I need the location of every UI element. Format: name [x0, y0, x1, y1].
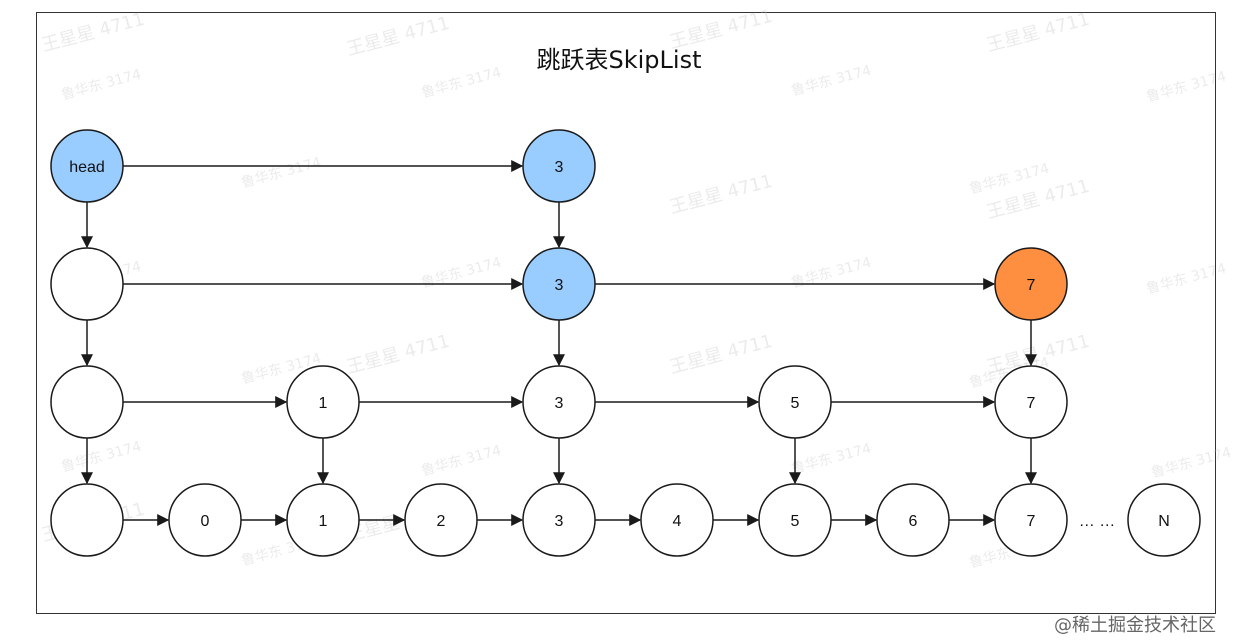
skiplist-node: 7	[994, 483, 1068, 557]
skiplist-node	[50, 365, 124, 439]
skiplist-node: 5	[758, 365, 832, 439]
node-label: 1	[319, 395, 328, 412]
node-label: 7	[1027, 513, 1036, 530]
diagram-frame	[36, 12, 1216, 614]
node-circle	[640, 483, 714, 557]
node-label: 1	[319, 513, 328, 530]
node-circle	[50, 247, 124, 321]
node-label: 4	[673, 513, 682, 530]
skiplist-node: 3	[522, 129, 596, 203]
skiplist-node: 3	[522, 483, 596, 557]
node-label: 0	[201, 513, 210, 530]
node-circle	[522, 247, 596, 321]
skiplist-node: 5	[758, 483, 832, 557]
skiplist-node: 1	[286, 365, 360, 439]
skiplist-node: N	[1127, 483, 1201, 557]
skiplist-node: 1	[286, 483, 360, 557]
edges	[81, 160, 1037, 526]
skiplist-node: 4	[640, 483, 714, 557]
node-label: 6	[909, 513, 918, 530]
node-circle	[994, 365, 1068, 439]
node-label: N	[1158, 513, 1170, 530]
skiplist-node: 7	[994, 247, 1068, 321]
node-circle	[994, 247, 1068, 321]
skiplist-node: 0	[168, 483, 242, 557]
skiplist-node: 3	[522, 365, 596, 439]
node-label: 7	[1027, 395, 1036, 412]
skiplist-node: 2	[404, 483, 478, 557]
node-circle	[758, 365, 832, 439]
skiplist-node: 3	[522, 247, 596, 321]
node-circle	[994, 483, 1068, 557]
node-label: 5	[791, 513, 800, 530]
node-circle	[522, 483, 596, 557]
node-circle	[404, 483, 478, 557]
skiplist-node: head	[50, 129, 124, 203]
node-label: 3	[555, 513, 564, 530]
node-label: head	[69, 159, 105, 176]
node-label: 3	[555, 277, 564, 294]
node-circle	[168, 483, 242, 557]
node-circle	[522, 129, 596, 203]
node-label: 2	[437, 513, 446, 530]
node-circle	[1127, 483, 1201, 557]
node-circle	[286, 365, 360, 439]
node-label: 7	[1027, 277, 1036, 294]
skiplist-node	[50, 247, 124, 321]
node-circle	[758, 483, 832, 557]
node-circle	[50, 129, 124, 203]
node-circle	[876, 483, 950, 557]
node-circle	[50, 365, 124, 439]
diagram-title: 跳跃表SkipList	[536, 46, 702, 74]
node-label: 3	[555, 159, 564, 176]
footer-credit: @稀土掘金技术社区	[1054, 615, 1216, 636]
node-label: 5	[791, 395, 800, 412]
skiplist-node	[50, 483, 124, 557]
node-circle	[50, 483, 124, 557]
ellipsis-text: … …	[1079, 513, 1115, 530]
node-circle	[286, 483, 360, 557]
node-circle	[522, 365, 596, 439]
skiplist-node: 7	[994, 365, 1068, 439]
skiplist-node: 6	[876, 483, 950, 557]
node-label: 3	[555, 395, 564, 412]
